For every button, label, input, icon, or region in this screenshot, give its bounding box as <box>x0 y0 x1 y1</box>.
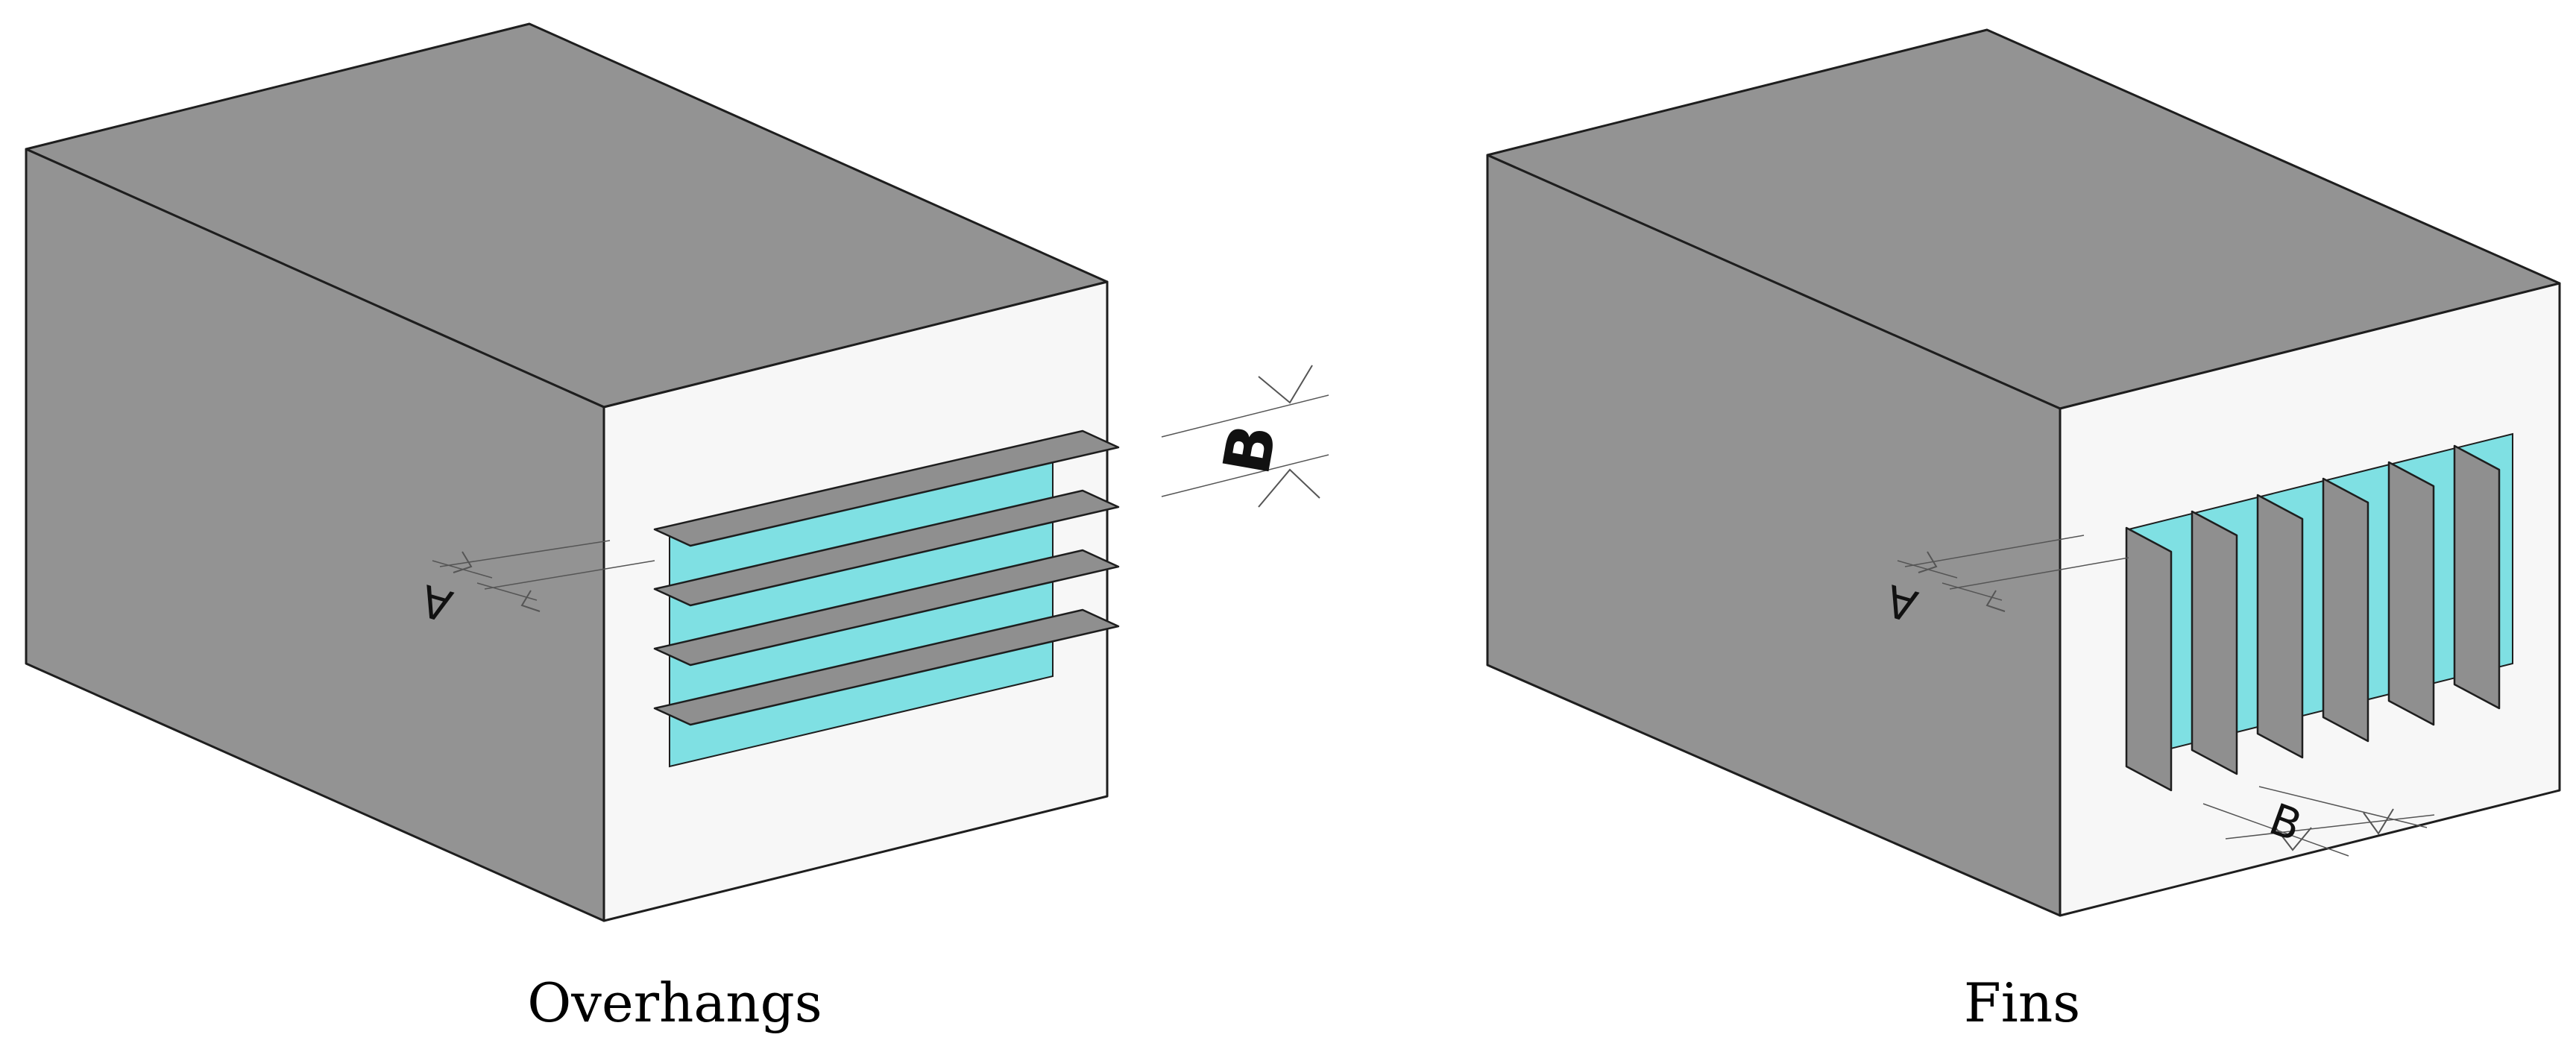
fins-panel: A B Fins <box>1486 28 2561 1034</box>
overhang-louver <box>653 549 1120 667</box>
fins-caption: Fins <box>1964 971 2080 1034</box>
overhangs-dimension-b: B <box>1161 365 1329 508</box>
overhang-louver <box>653 608 1120 726</box>
vertical-fin <box>2125 526 2173 792</box>
vertical-fin <box>2453 444 2501 710</box>
vertical-fin <box>2256 494 2304 759</box>
overhang-louver <box>653 489 1120 607</box>
fins-vertical-fins <box>2125 444 2501 792</box>
overhang-louver <box>653 429 1120 547</box>
vertical-fin <box>2387 461 2435 726</box>
overhangs-caption: Overhangs <box>527 971 822 1034</box>
vertical-fin <box>2191 510 2238 775</box>
overhangs-dimension-b-label: B <box>1209 419 1291 480</box>
overhangs-panel: A B Overhangs <box>25 22 1329 1034</box>
vertical-fin <box>2322 477 2369 743</box>
overhangs-louvers <box>653 429 1120 726</box>
